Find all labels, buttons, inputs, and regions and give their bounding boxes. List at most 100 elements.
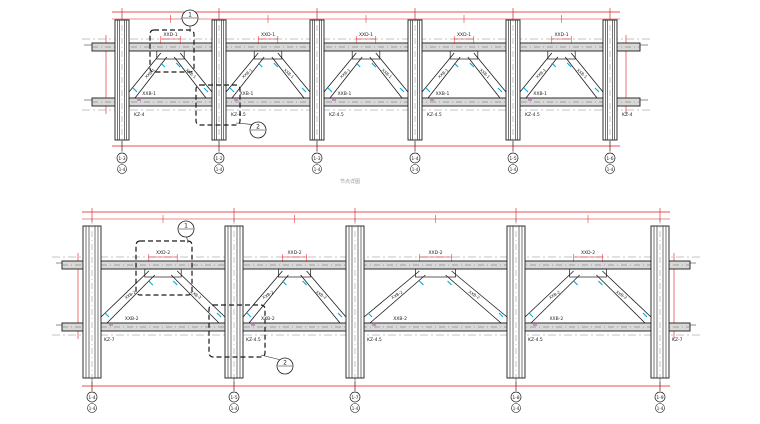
column-label: KZ-7	[672, 337, 683, 343]
diagonal-brace	[519, 52, 553, 93]
diagonal-brace	[323, 52, 357, 93]
beam-label: XXB-1	[436, 91, 450, 97]
detail-number: 1	[184, 223, 188, 230]
grid-axis-sub-bubble	[410, 164, 420, 174]
beam-label: XXB-1	[240, 91, 254, 97]
beam-label: XXB-1	[338, 91, 352, 97]
weld-mark	[598, 280, 603, 286]
diagonal-brace	[300, 274, 341, 324]
weld-mark	[419, 280, 424, 286]
weld-mark	[453, 62, 459, 68]
diagonal-brace	[473, 52, 507, 93]
weld-mark	[497, 87, 503, 93]
detail-callout-box	[149, 29, 195, 73]
weld-mark	[257, 62, 263, 68]
grid-axis-sublabel: 1-4	[412, 167, 419, 172]
diagonal-brace	[421, 52, 455, 93]
grid-axis-sublabel: 1-4	[510, 167, 517, 172]
beam-label: XXB-2	[393, 316, 407, 322]
weld-mark	[132, 87, 138, 93]
detail-callout-box	[195, 84, 241, 126]
grid-axis-sublabel: 1-4	[231, 406, 238, 411]
detail-callout-box	[135, 240, 193, 296]
detail-number: 2	[256, 124, 260, 131]
weld-mark	[172, 280, 178, 286]
member-label: XXD-2	[287, 250, 301, 256]
grid-axis-label: 1-4	[88, 395, 95, 401]
diagonal-brace	[375, 52, 409, 93]
drawing-caption: 节点详图	[340, 178, 360, 185]
diagonal-brace	[306, 270, 347, 318]
weld-mark	[447, 280, 452, 286]
weld-mark	[498, 312, 504, 318]
weld-mark	[573, 280, 578, 286]
diagonal-brace	[277, 52, 311, 93]
diagonal-brace	[445, 274, 502, 324]
weld-mark	[302, 280, 307, 286]
member-label: XXD-2	[428, 250, 442, 256]
grid-axis-label: 1-3	[313, 156, 320, 162]
weld-mark	[367, 312, 373, 318]
detail-callout-box	[208, 304, 266, 358]
diagonal-brace	[179, 52, 213, 93]
weld-mark	[273, 62, 279, 68]
top-elevation-panel: 1-31-4KZ-41-21-4KZ-4.51-31-4KZ-4.51-41-4…	[82, 8, 650, 174]
grid-axis-sub-bubble	[87, 403, 97, 413]
diagonal-brace	[570, 52, 604, 93]
grid-axis-sub-bubble	[655, 403, 665, 413]
grid-axis-label: 1-3	[118, 156, 125, 162]
diagonal-brace	[242, 270, 283, 318]
grid-axis-bubble	[228, 391, 240, 403]
grid-axis-bubble	[311, 152, 323, 164]
grid-axis-label: 1-7	[351, 395, 358, 401]
grid-axis-label: 1-4	[411, 156, 418, 162]
diagonal-brace	[602, 270, 652, 318]
weld-mark	[229, 87, 235, 93]
grid-axis-sub-bubble	[508, 164, 518, 174]
member-label: XXD-1	[457, 32, 471, 38]
grid-axis-label: 1-6	[606, 156, 613, 162]
weld-mark	[216, 312, 222, 318]
grid-axis-sub-bubble	[350, 403, 360, 413]
member-label: XXD-2	[156, 250, 170, 256]
grid-axis-sublabel: 1-4	[352, 406, 359, 411]
gusset-plate	[569, 268, 607, 278]
diagonal-brace	[170, 274, 220, 324]
column-label: KZ-4	[134, 112, 145, 118]
diagonal-brace	[369, 274, 426, 324]
grid-axis-bubble	[86, 391, 98, 403]
column-label: KZ-4.5	[367, 337, 382, 343]
diagonal-brace	[363, 270, 420, 318]
grid-axis-sublabel: 1-4	[657, 406, 664, 411]
grid-axis-bubble	[349, 391, 361, 403]
grid-axis-label: 1-2	[215, 156, 222, 162]
diagonal-brace	[467, 56, 501, 99]
diagonal-brace	[451, 270, 508, 318]
grid-axis-label: 1-9	[656, 395, 663, 401]
weld-mark	[175, 62, 181, 68]
weld-mark	[337, 312, 343, 318]
grid-axis-bubble	[507, 152, 519, 164]
weld-mark	[594, 87, 600, 93]
grid-axis-sub-bubble	[511, 403, 521, 413]
grid-axis-bubble	[116, 152, 128, 164]
grid-axis-label: 1-8	[512, 395, 519, 401]
beam-label: XXB-2	[261, 316, 275, 322]
gusset-plate	[351, 50, 381, 60]
diagonal-brace	[176, 270, 226, 318]
grid-axis-sublabel: 1-4	[314, 167, 321, 172]
detail-number: 1	[188, 12, 192, 19]
member-label: XXD-1	[163, 32, 177, 38]
weld-mark	[425, 87, 431, 93]
weld-mark	[355, 62, 361, 68]
brace-label: XXB-2	[615, 289, 628, 300]
diagonal-brace	[271, 56, 305, 99]
grid-axis-sub-bubble	[605, 164, 615, 174]
weld-mark	[104, 312, 110, 318]
grid-axis-label: 1-5	[509, 156, 516, 162]
detail-number: 2	[283, 360, 287, 367]
grid-axis-bubble	[510, 391, 522, 403]
weld-mark	[160, 62, 166, 68]
diagonal-brace	[369, 56, 403, 99]
